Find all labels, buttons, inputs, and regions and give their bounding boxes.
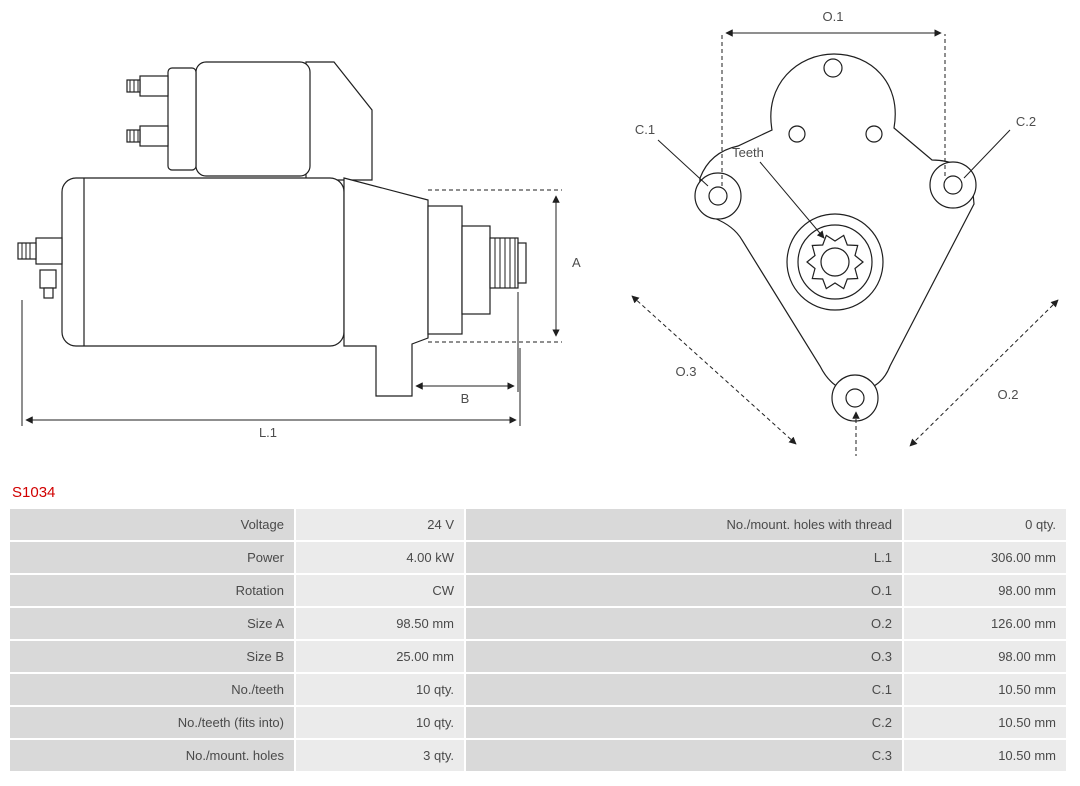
spec-table: Voltage 24 V No./mount. holes with threa… (10, 509, 1066, 771)
spec-value: 98.50 mm (296, 608, 464, 639)
side-view-drawing (17, 61, 527, 397)
dim-label-o2: O.2 (998, 387, 1019, 402)
teeth-label: Teeth (732, 145, 764, 160)
spec-value: 24 V (296, 509, 464, 540)
front-view-drawing (694, 53, 977, 422)
spec-label: Rotation (10, 575, 294, 606)
spec-label: O.2 (466, 608, 902, 639)
part-number: S1034 (12, 484, 56, 501)
spec-label: C.3 (466, 740, 902, 771)
spec-value: 10 qty. (296, 674, 464, 705)
spec-value: CW (296, 575, 464, 606)
spec-label: O.1 (466, 575, 902, 606)
spec-value: 10.50 mm (904, 674, 1066, 705)
dim-label-o1: O.1 (823, 9, 844, 24)
dim-label-o3: O.3 (676, 364, 697, 379)
spec-value: 98.00 mm (904, 575, 1066, 606)
spec-value: 126.00 mm (904, 608, 1066, 639)
front-view-dimensions (631, 29, 1059, 456)
spec-value: 25.00 mm (296, 641, 464, 672)
spec-label: Size B (10, 641, 294, 672)
spec-label: C.2 (466, 707, 902, 738)
spec-value: 306.00 mm (904, 542, 1066, 573)
dim-label-b: B (461, 391, 470, 406)
spec-value: 10.50 mm (904, 707, 1066, 738)
spec-value: 10.50 mm (904, 740, 1066, 771)
dim-label-l1: L.1 (259, 425, 277, 440)
spec-label: L.1 (466, 542, 902, 573)
dim-label-c3: C.3 (874, 469, 894, 470)
spec-label: No./mount. holes with thread (466, 509, 902, 540)
dim-label-c2: C.2 (1016, 114, 1036, 129)
spec-value: 3 qty. (296, 740, 464, 771)
spec-label: O.3 (466, 641, 902, 672)
spec-label: No./mount. holes (10, 740, 294, 771)
spec-value: 0 qty. (904, 509, 1066, 540)
technical-drawings: A B L.1 (17, 9, 1059, 484)
spec-value: 98.00 mm (904, 641, 1066, 672)
spec-value: 4.00 kW (296, 542, 464, 573)
spec-label: C.1 (466, 674, 902, 705)
spec-label: No./teeth (10, 674, 294, 705)
spec-label: No./teeth (fits into) (10, 707, 294, 738)
spec-label: Size A (10, 608, 294, 639)
dim-label-c1: C.1 (635, 122, 655, 137)
spec-value: 10 qty. (296, 707, 464, 738)
starter-motor-drawing: A B L.1 (17, 9, 1059, 484)
spec-label: Power (10, 542, 294, 573)
side-view-dimensions (21, 189, 562, 426)
spec-label: Voltage (10, 509, 294, 540)
dim-label-a: A (572, 255, 581, 270)
